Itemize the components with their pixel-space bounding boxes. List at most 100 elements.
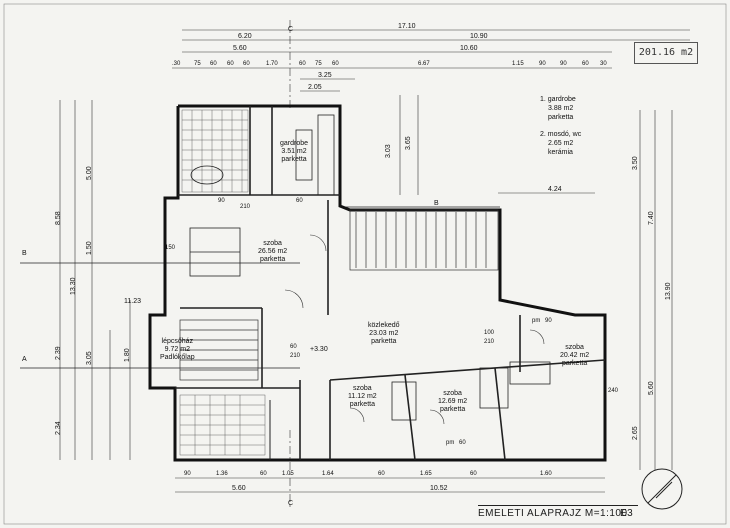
north-arrow (641, 468, 683, 510)
room-kozlekedo-name: közlekedő (368, 322, 400, 329)
opening-210-c: 210 (290, 353, 301, 359)
dim-left-13-30: 13.30 (70, 277, 77, 295)
dim-row4-12: 90 (560, 61, 567, 67)
legend-item2-area: 2.65 m2 (548, 140, 574, 147)
opening-240: 240 (608, 388, 619, 394)
section-marker-a-left: A (22, 356, 27, 363)
opening-60-b: 60 (290, 344, 297, 350)
room-lepcsohaz-floor: Padlókőlap (160, 354, 195, 361)
opening-90-b: 90 (545, 318, 552, 324)
bottom-dimension-lines (175, 477, 605, 493)
dim-bottom-5-60: 5.60 (232, 485, 246, 492)
legend-item1-title: 1. gardrobe (540, 96, 576, 103)
room-szoba-1-floor: parketta (259, 256, 286, 263)
dim-row4-13: 60 (582, 61, 589, 67)
room-gardrobe-floor: parketta (281, 156, 307, 163)
area-stamp: 201.16 m2 (634, 42, 698, 64)
level-mark: +3.30 (310, 346, 328, 353)
dim-row4-14: 30 (600, 61, 607, 67)
opening-210-a: 210 (240, 204, 251, 210)
section-lines (20, 206, 500, 369)
dim-right-7-40: 7.40 (648, 211, 655, 225)
side-dimension-lines (59, 95, 673, 470)
dim-row4-2: 60 (210, 61, 217, 67)
dim-2-05: 2.05 (308, 84, 322, 91)
dim-top-10-60: 10.60 (460, 45, 478, 52)
dim-row4-3: 60 (227, 61, 234, 67)
dim-top-6-20: 6.20 (238, 33, 252, 40)
upper-staircase (349, 209, 499, 271)
dim-bottom-7: 60 (470, 471, 477, 477)
legend-item2-title: 2. mosdó, wc (540, 131, 582, 138)
dim-bottom-4: 1.64 (322, 471, 334, 477)
dim-right-13-90: 13.90 (665, 282, 672, 300)
dim-top-5-60: 5.60 (233, 45, 247, 52)
dim-row4-7: 75 (315, 61, 322, 67)
legend-item2-floor: kerámia (548, 149, 573, 156)
room-szoba-3-area: 12.69 m2 (438, 398, 468, 405)
room-szoba-4-floor: parketta (561, 360, 588, 367)
opening-90-a: 90 (218, 198, 225, 204)
opening-150: 150 (165, 245, 176, 251)
opening-60-c: 60 (459, 440, 466, 446)
opening-60-a: 60 (296, 198, 303, 204)
interior-walls (175, 106, 606, 461)
room-szoba-1-name: szoba (263, 240, 282, 247)
room-lepcsohaz-name: lépcsőház (161, 338, 194, 345)
section-marker-b-right: B (434, 200, 439, 207)
dim-4-24: 4.24 (548, 186, 562, 193)
room-lepcsohaz-area: 9.72 m2 (164, 346, 190, 353)
room-szoba-1: szoba 26.56 m2 parketta (258, 240, 287, 264)
room-kozlekedo-area: 23.03 m2 (369, 330, 399, 337)
dim-left-2-39: 2.39 (55, 346, 62, 360)
room-gardrobe-name: gardrobe (280, 140, 309, 147)
dim-bottom-0: 90 (184, 471, 191, 477)
legend-item1-area: 3.88 m2 (548, 105, 574, 112)
top-dimension-lines (172, 20, 690, 510)
room-gardrobe-area: 3.51 m2 (281, 148, 307, 155)
drawing-title: EMELETI ALAPRAJZ M=1:100 E3 (478, 505, 638, 522)
dim-left-8-58: 8.58 (55, 211, 62, 225)
room-szoba-2: szoba 11.12 m2 parketta (348, 385, 377, 409)
dim-left-1-50: 1.50 (86, 241, 93, 255)
dim-row4-6: 60 (299, 61, 306, 67)
opening-100: 100 (484, 330, 495, 336)
opening-pm-b: pm (446, 440, 455, 446)
dim-right-3-50: 3.50 (632, 156, 639, 170)
legend-item1-floor: parketta (548, 114, 574, 121)
dim-right-5-60: 5.60 (648, 381, 655, 395)
bathroom-tiles (179, 109, 266, 456)
dim-left-11-23: 11.23 (124, 298, 141, 305)
dim-row4-4: 60 (243, 61, 250, 67)
dim-top-10-90: 10.90 (470, 33, 488, 40)
sheet-code: E3 (620, 508, 634, 519)
room-szoba-2-area: 11.12 m2 (348, 393, 377, 400)
dim-bottom-6: 1.65 (420, 471, 432, 477)
dim-row4-9: 6.67 (418, 61, 430, 67)
opening-pm-a: pm (532, 318, 541, 324)
section-marker-b-left: B (22, 250, 27, 257)
room-szoba-2-name: szoba (352, 385, 372, 392)
room-szoba-4-area: 20.42 m2 (560, 352, 590, 359)
dim-left-5-00: 5.00 (86, 166, 93, 180)
dim-bottom-1: 1.36 (216, 471, 228, 477)
dim-row4-10: 1.15 (512, 61, 524, 67)
room-kozlekedo: közlekedő 23.03 m2 parketta (368, 322, 400, 346)
room-szoba-3-floor: parketta (439, 406, 466, 413)
room-szoba-1-area: 26.56 m2 (258, 248, 288, 255)
room-szoba-4-name: szoba (565, 344, 584, 351)
opening-210-b: 210 (484, 339, 495, 345)
dim-bottom-3: 1.05 (282, 471, 294, 477)
dim-3-65: 3.65 (405, 136, 412, 150)
room-szoba-3: szoba 12.69 m2 parketta (438, 390, 467, 414)
dim-left-3-05: 3.05 (86, 351, 93, 365)
exterior-walls (148, 104, 607, 462)
dim-left-2-34: 2.34 (55, 421, 62, 435)
room-gardrobe: gardrobe 3.51 m2 parketta (280, 140, 308, 164)
door-swings (284, 234, 545, 425)
dim-bottom-8: 1.60 (540, 471, 552, 477)
dim-bottom-5: 60 (378, 471, 385, 477)
dim-bottom-2: 60 (260, 471, 267, 477)
sheet-frame (3, 3, 727, 525)
